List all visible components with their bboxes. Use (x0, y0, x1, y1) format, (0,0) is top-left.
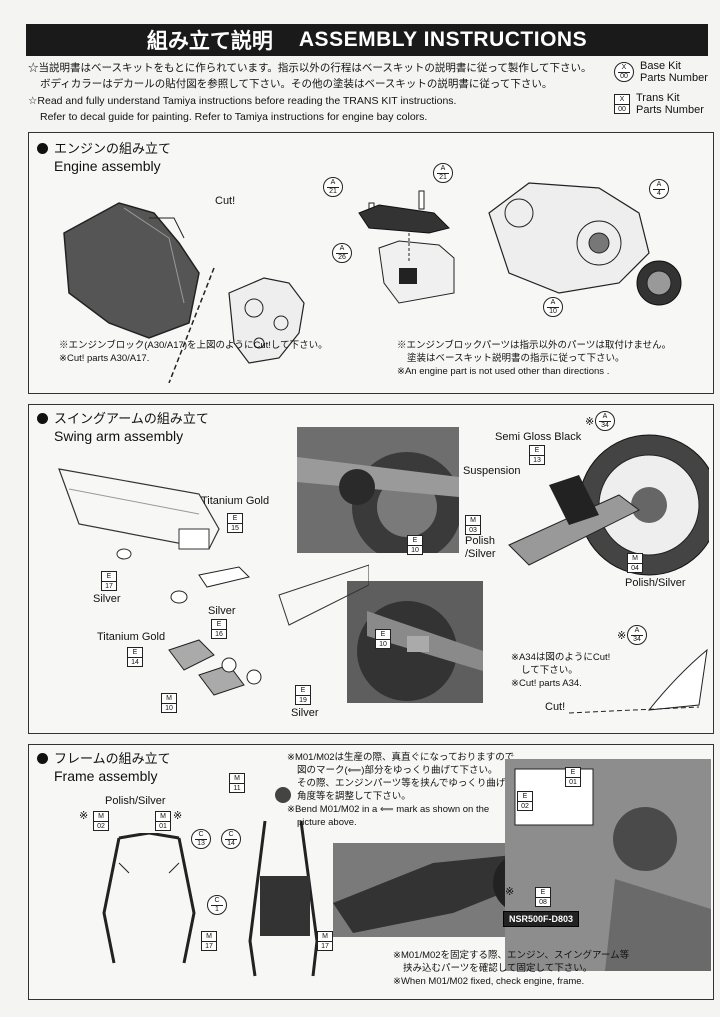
frame-bend-note: ※M01/M02は生産の際、真直ぐになっておりますので 図のマーク(⟸)部分をゆ… (287, 752, 515, 828)
intro-line-4: Refer to decal guide for painting. Refer… (40, 111, 428, 124)
fender-cut-illustration (568, 648, 708, 714)
frame-fix-note: ※M01/M02を固定する際、エンジン、スイングアーム等 挟み込むパーツを確認し… (393, 950, 630, 987)
intro-line-1: ☆当説明書はベースキットをもとに作られています。指示以外の行程はベースキットの説… (28, 62, 592, 74)
title-en: ASSEMBLY INSTRUCTIONS (298, 28, 588, 51)
engine-title: エンジンの組み立て Engine assembly (37, 141, 171, 175)
legend-base-line2: Parts Number (640, 72, 708, 84)
engine-note-1: ※エンジンブロック(A30/A17)を上図のようにCut!して下さい。 ※Cut… (59, 340, 328, 364)
polish-label: Polish /Silver (465, 535, 496, 560)
swingarm-title: スイングアームの組み立て Swing arm assembly (37, 411, 209, 445)
engine-cut-label: Cut! (215, 195, 236, 207)
titanium-gold-label-2: Titanium Gold (97, 631, 166, 643)
titanium-gold-label-1: Titanium Gold (201, 495, 270, 507)
engine-note-2: ※エンジンブロックパーツは指示以外のパーツは取付けません。 塗装はベースキット説… (397, 340, 672, 377)
frame-polish-silver-label: Polish/Silver (105, 795, 166, 807)
rear-wheel-illustration (508, 434, 709, 576)
intro-line-2: ボディカラーはデカールの貼付図を参照して下さい。その他の塗装はベースキットの説明… (40, 78, 553, 91)
a34-note: ※A34は図のようにCut! して下さい。 ※Cut! parts A34. (511, 652, 611, 689)
polish-silver-label: Polish/Silver (625, 577, 686, 589)
decal-badge: NSR500F-D803 (503, 911, 580, 927)
intro-line-3: ☆Read and fully understand Tamiya instru… (28, 94, 457, 107)
frame-front-illustration (102, 833, 196, 964)
silver-label-3: Silver (291, 707, 319, 719)
engine-mount-photo (505, 759, 711, 971)
m01-mark: ※ (173, 810, 183, 822)
frame-section: フレームの組み立て Frame assembly Polish/Silver ※… (28, 744, 714, 1000)
legend-base-line1: Base Kit (640, 60, 681, 72)
intro-text: ☆当説明書はベースキットをもとに作られています。指示以外の行程はベースキットの説… (28, 60, 592, 126)
swingarm-section: スイングアームの組み立て Swing arm assembly Titanium… (28, 404, 714, 734)
swingarm-parts-illustration (168, 564, 369, 696)
axle-photo (347, 581, 483, 703)
semi-gloss-label: Semi Gloss Black (495, 431, 582, 443)
swingarm-illustration (58, 468, 220, 560)
legend-trans-line1: Trans Kit (636, 92, 680, 104)
page-header: 組み立て説明 ASSEMBLY INSTRUCTIONS (26, 24, 708, 56)
chain-photo (297, 427, 459, 553)
a34-mark-bottom: ※ (617, 630, 627, 642)
engine-rear-wheel-illustration (488, 182, 682, 306)
m02-mark: ※ (79, 810, 89, 822)
bullet-icon (37, 143, 48, 154)
e08-mark: ※ (505, 886, 515, 898)
silver-label-1: Silver (93, 593, 121, 605)
title-jp: 組み立て説明 (146, 29, 273, 53)
legend-trans-line2: Parts Number (636, 104, 704, 116)
engine-block-illustration (63, 202, 305, 383)
bullet-icon (37, 753, 48, 764)
throttle-body-illustration (358, 190, 455, 304)
a34-cut-label: Cut! (545, 701, 566, 713)
a34-mark-top: ※ (585, 416, 595, 428)
suspension-label: Suspension (463, 465, 521, 477)
bullet-icon (37, 413, 48, 424)
frame-title: フレームの組み立て Frame assembly (37, 751, 171, 785)
silver-label-2: Silver (208, 605, 236, 617)
